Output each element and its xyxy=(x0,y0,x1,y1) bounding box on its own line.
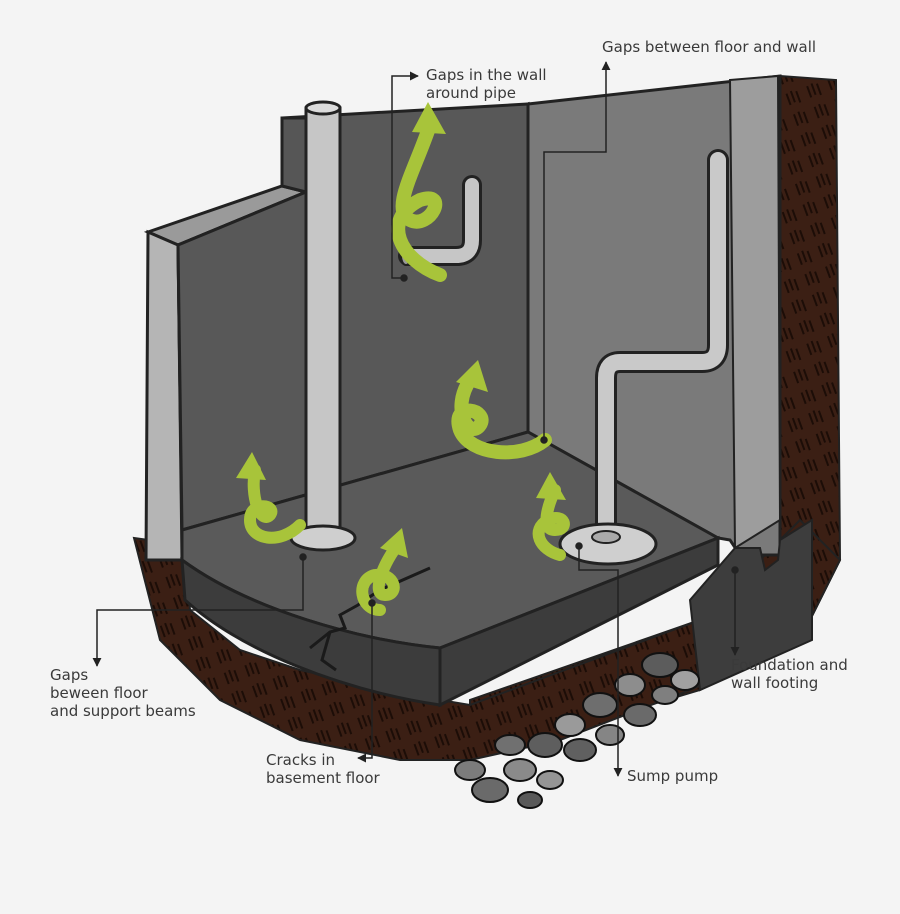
gravel-icon xyxy=(454,652,700,809)
wall-footing xyxy=(688,518,813,692)
right-wall-edge xyxy=(728,74,782,550)
left-wall-edge xyxy=(144,229,184,562)
label-sump-pump: Sump pump xyxy=(627,767,719,785)
leader-lines xyxy=(92,61,740,777)
support-column xyxy=(289,100,357,552)
floor-slab-side-curve xyxy=(180,556,442,707)
sump-pipe xyxy=(558,149,729,566)
label-cracks-floor: Cracks in basement floor xyxy=(266,751,380,787)
radon-arrow-icon xyxy=(236,102,570,616)
label-foundation: Foundation and wall footing xyxy=(731,656,848,692)
label-gaps-floor-wall: Gaps between floor and wall xyxy=(602,38,817,56)
label-gaps-support-beams: Gaps beween floor and support beams xyxy=(50,666,196,720)
label-gaps-wall-pipe: Gaps in the wall around pipe xyxy=(426,66,547,102)
